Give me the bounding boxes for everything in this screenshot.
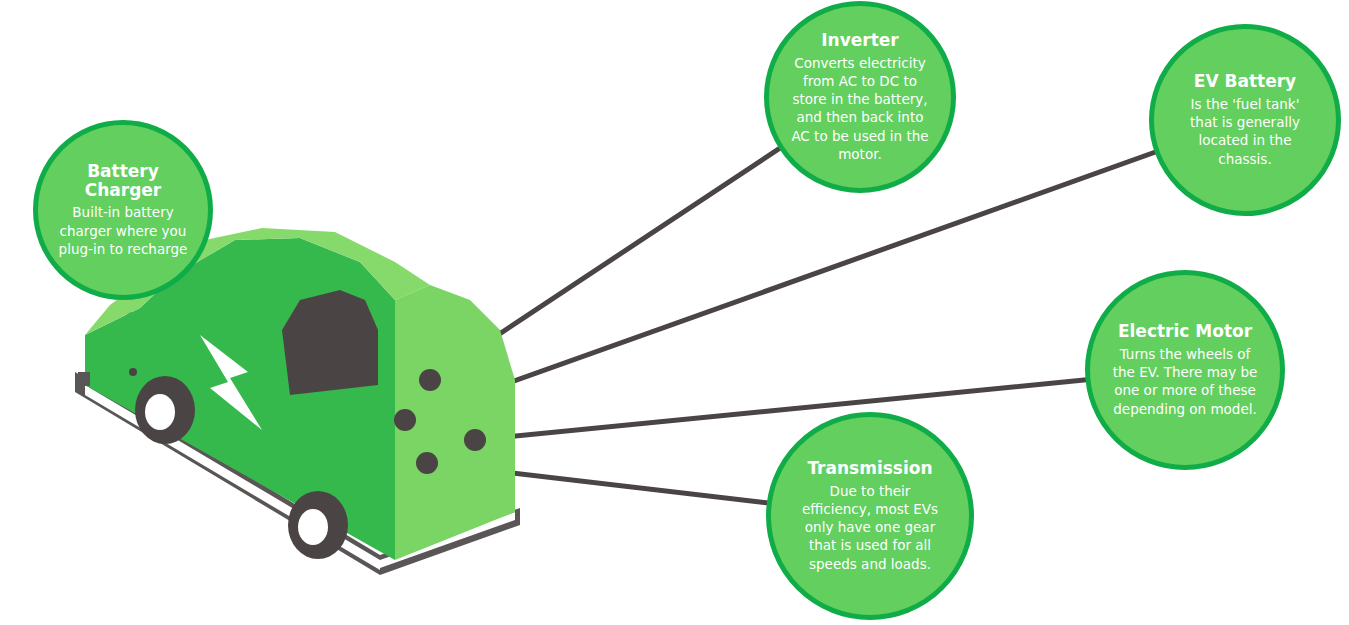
circle-content: InverterConverts electricity from AC to … (790, 31, 930, 163)
circle-content: Battery ChargerBuilt-in battery charger … (58, 162, 188, 258)
part-description: Is the 'fuel tank' that is generally loc… (1175, 95, 1315, 168)
part-heading: EV Battery (1175, 72, 1315, 91)
callout-circle: Electric MotorTurns the wheels of the EV… (1085, 270, 1285, 470)
callout-circle: InverterConverts electricity from AC to … (764, 1, 956, 193)
circle-content: TransmissionDue to their efficiency, mos… (795, 459, 945, 573)
callout-dots (129, 368, 486, 474)
part-heading: Electric Motor (1112, 322, 1258, 341)
callout-circle: Battery ChargerBuilt-in battery charger … (33, 120, 213, 300)
part-description: Turns the wheels of the EV. There may be… (1112, 345, 1258, 418)
part-description: Converts electricity from AC to DC to st… (790, 54, 930, 163)
callout-circle: TransmissionDue to their efficiency, mos… (766, 412, 974, 620)
part-heading: Transmission (795, 459, 945, 478)
part-description: Built-in battery charger where you plug-… (58, 203, 188, 258)
circle-content: EV Battery Is the 'fuel tank' that is gen… (1175, 72, 1315, 168)
part-heading: Battery Charger (58, 162, 188, 199)
part-description: Due to their efficiency, most EVs only h… (795, 482, 945, 573)
circle-content: Electric MotorTurns the wheels of the EV… (1112, 322, 1258, 418)
part-heading: Inverter (790, 31, 930, 50)
callout-circle: EV Battery Is the 'fuel tank' that is gen… (1149, 24, 1341, 216)
